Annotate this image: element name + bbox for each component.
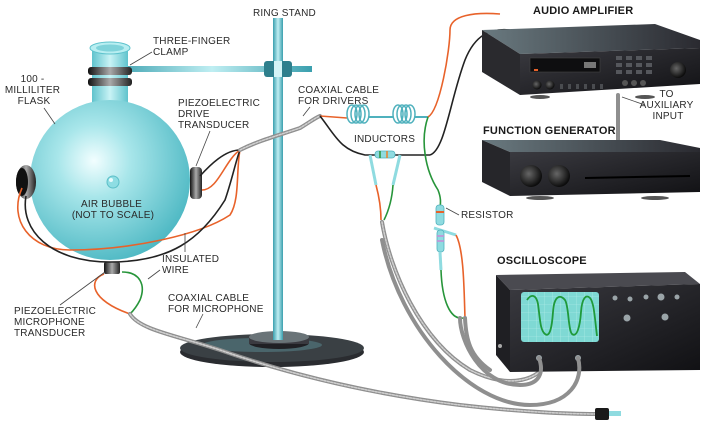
labels: RING STAND THREE-FINGER CLAMP 100 - MILL… (5, 5, 697, 339)
function-generator-knob-1 (520, 165, 542, 187)
label-three-finger-clamp: THREE-FINGER CLAMP (153, 36, 233, 58)
three-finger-clamp (88, 67, 132, 86)
function-generator (482, 140, 700, 200)
label-ring-stand: RING STAND (253, 8, 316, 19)
flask (16, 41, 202, 274)
label-flask: 100 - MILLILITER FLASK (5, 74, 63, 107)
function-generator-knob-2 (548, 165, 570, 187)
label-mic-transducer: PIEZOELECTRIC MICROPHONE TRANSDUCER (14, 306, 99, 339)
label-drive-transducer: PIEZOELECTRIC DRIVE TRANSDUCER (178, 98, 263, 131)
stand-rod (273, 18, 283, 340)
ring-stand (112, 18, 364, 367)
scope-probe-cable-1 (458, 316, 543, 388)
label-resistor: RESISTOR (461, 210, 514, 221)
inductor-1 (346, 104, 370, 124)
label-air-bubble: AIR BUBBLE (NOT TO SCALE) (72, 199, 154, 221)
label-function-generator: FUNCTION GENERATOR (483, 125, 616, 137)
oscilloscope-waveform (526, 295, 598, 337)
clamp-arm (112, 66, 312, 72)
microphone-transducer (104, 262, 120, 274)
oscilloscope (380, 238, 700, 408)
coax-cable-microphone (128, 312, 621, 420)
label-aux-input: TO AUXILIARY INPUT (640, 89, 697, 122)
label-coax-drivers: COAXIAL CABLE FOR DRIVERS (298, 85, 382, 107)
bnc-connector (595, 408, 621, 420)
flask-wiring (17, 149, 241, 315)
coax-cable-drivers (238, 114, 322, 152)
resistor (433, 204, 492, 372)
scope-probe-cable-2 (380, 238, 582, 408)
inductor-2 (392, 104, 416, 124)
current-resistor (374, 150, 396, 159)
oscilloscope-controls (612, 293, 680, 322)
audio-amplifier (482, 24, 700, 99)
label-inductors: INDUCTORS (354, 134, 415, 145)
amplifier-button-grid (616, 56, 652, 74)
label-audio-amplifier: AUDIO AMPLIFIER (533, 5, 633, 17)
label-oscilloscope: OSCILLOSCOPE (497, 255, 587, 267)
air-bubble (106, 175, 120, 189)
label-coax-microphone: COAXIAL CABLE FOR MICROPHONE (168, 293, 264, 315)
drive-transducer-right (190, 167, 202, 199)
volume-knob (670, 62, 686, 78)
label-insulated-wire: INSULATED WIRE (162, 254, 222, 276)
